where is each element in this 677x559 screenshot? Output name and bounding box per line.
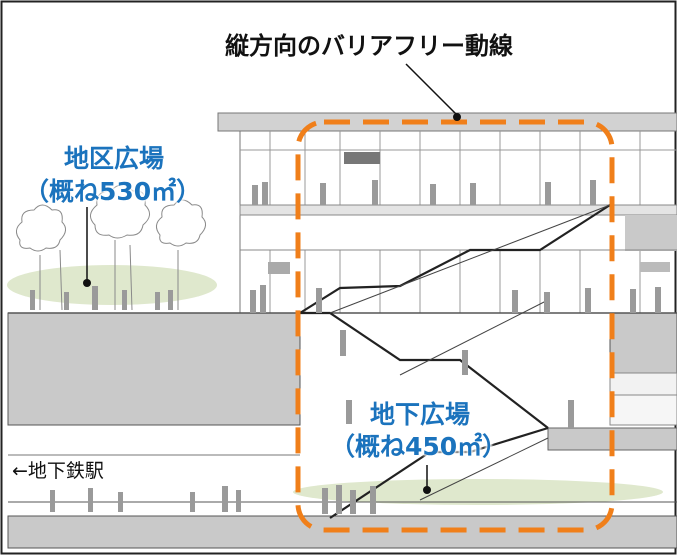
barrier-free-route-highlight — [295, 119, 615, 533]
ground-slab-right — [609, 312, 677, 374]
subway-station-label: ←地下鉄駅 — [12, 460, 104, 482]
ledge — [609, 394, 677, 426]
tree-group — [16, 184, 206, 311]
sign-board — [268, 262, 290, 274]
floor-slab-side — [625, 215, 677, 251]
sign-board — [344, 152, 380, 164]
title-leader-line — [405, 63, 457, 115]
window-mullions — [269, 131, 641, 313]
people-figures — [30, 180, 661, 514]
diagram-title: 縦方向のバリアフリー動線 — [225, 32, 513, 60]
plaza-leader-dot — [83, 279, 91, 287]
underground-plaza-ground — [293, 479, 663, 505]
surface-plaza-area: （概ね530㎡） — [24, 177, 202, 206]
ledge — [609, 372, 677, 396]
underground-plaza-name: 地下広場 — [370, 400, 471, 429]
title-leader-dot — [453, 113, 461, 121]
stair-rail — [329, 204, 611, 501]
surface-plaza-name: 地区広場 — [64, 144, 165, 173]
surface-plaza-ground — [7, 265, 217, 305]
floor-slab — [239, 204, 677, 216]
underground-leader-dot — [423, 486, 431, 494]
ground-slab-left — [7, 312, 301, 426]
staircase — [299, 204, 611, 519]
underground-plaza-area: （概ね450㎡） — [330, 432, 508, 461]
sign-board — [640, 262, 670, 272]
